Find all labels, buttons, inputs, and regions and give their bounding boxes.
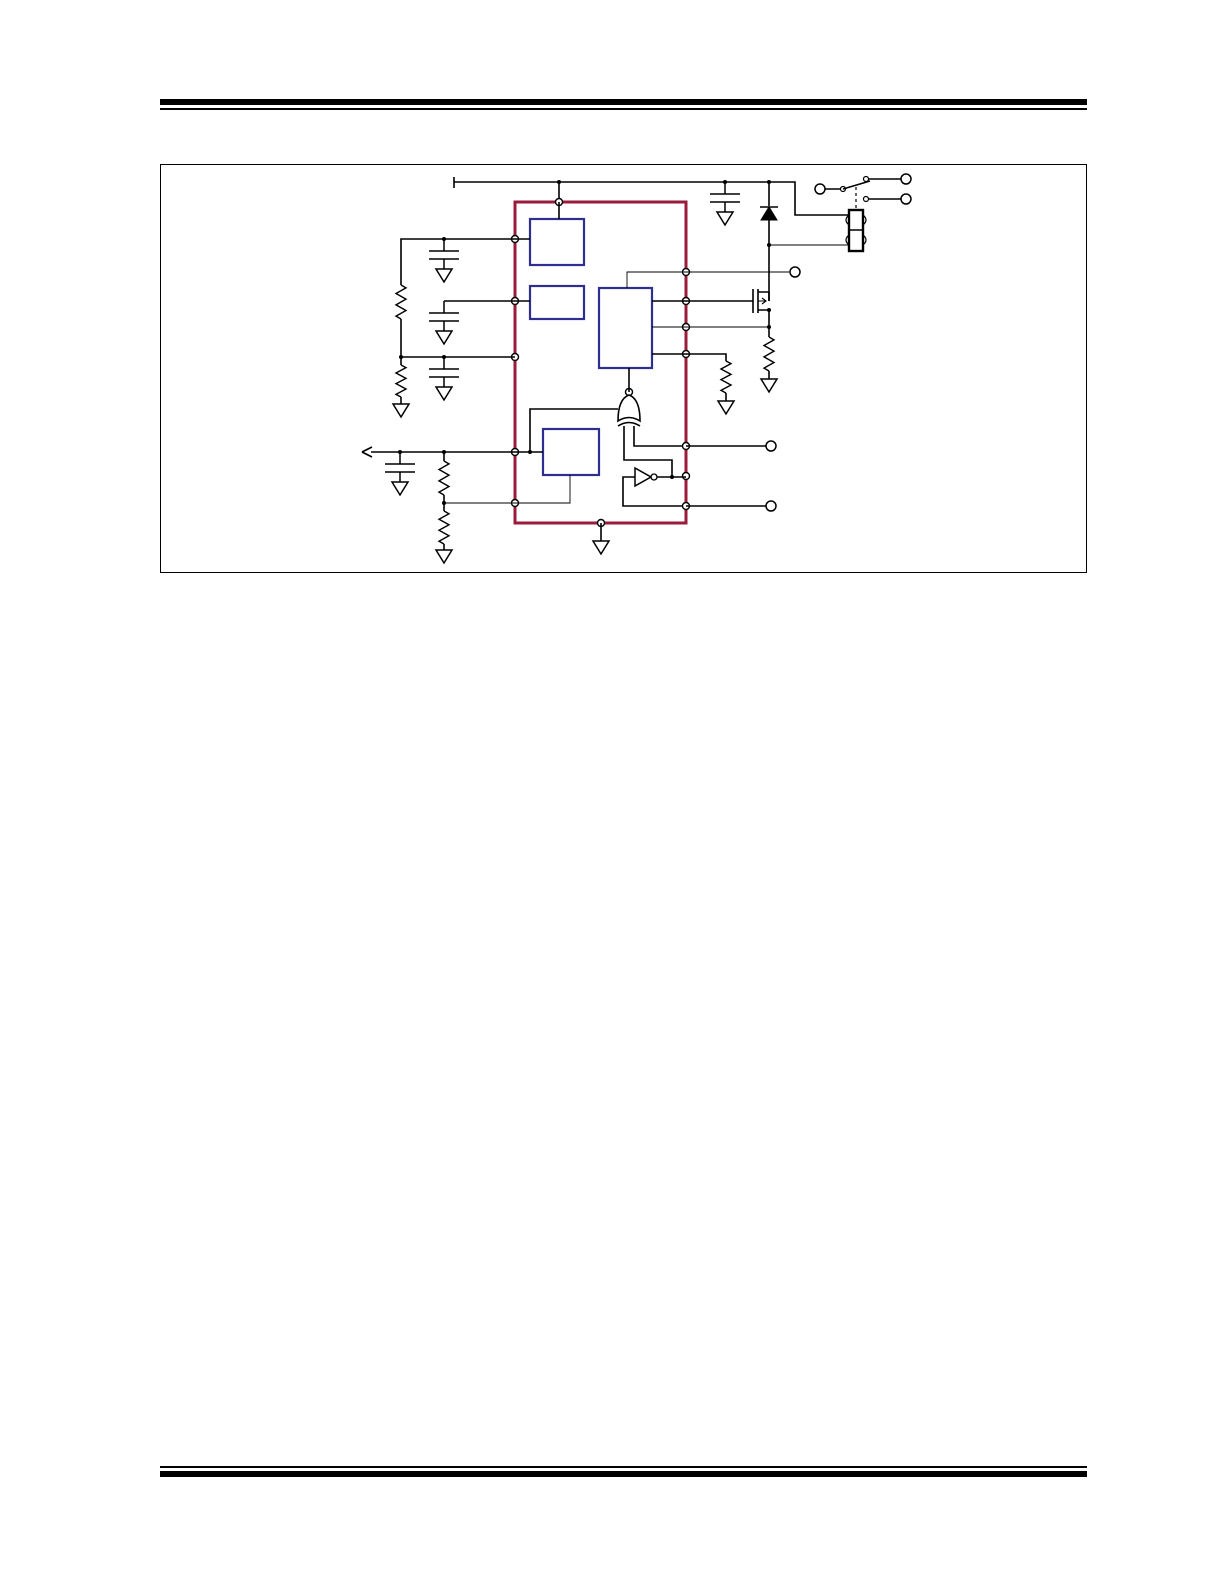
ground-icon — [391, 403, 411, 419]
resistor-icon — [394, 284, 408, 320]
xor-gate-back — [617, 421, 641, 427]
ground-icon — [591, 540, 611, 556]
switch-contact-no — [862, 175, 870, 183]
pin1-left-wire — [400, 238, 530, 285]
internal-block-3 — [597, 286, 654, 370]
block3-to-pin1 — [626, 271, 686, 288]
inverter-bubble — [650, 473, 658, 481]
ic-package-outline — [513, 200, 688, 525]
junction-dot — [557, 180, 561, 184]
header-rule-thin — [160, 108, 1087, 110]
internal-block-2 — [528, 284, 586, 321]
output-arrow-icon — [361, 446, 373, 458]
ground-icon — [716, 400, 736, 416]
ground-icon — [434, 386, 454, 402]
switch-terminal-common — [814, 183, 826, 195]
pin4-lead — [652, 353, 727, 361]
ground-icon — [434, 330, 454, 346]
footer-rule-thick — [160, 1471, 1087, 1477]
terminal-output-1 — [789, 266, 801, 278]
coil-loops — [845, 214, 867, 246]
mosfet-drain — [758, 291, 770, 301]
ground-icon — [434, 549, 454, 565]
mosfet-source — [758, 309, 770, 327]
resistor-icon — [437, 510, 451, 545]
footer-rule-thin — [160, 1466, 1087, 1468]
switch-terminal-no — [900, 173, 912, 185]
terminal-output-2 — [765, 440, 777, 452]
resistor-icon — [437, 460, 451, 496]
ground-icon — [390, 481, 410, 497]
diode-icon — [760, 206, 778, 221]
inverter-in — [622, 476, 686, 507]
terminal-output-3 — [765, 500, 777, 512]
inverter-icon — [634, 466, 653, 488]
resistor-icon — [394, 364, 408, 398]
xor-input-a — [623, 426, 673, 476]
switch-terminal-nc — [900, 193, 912, 205]
ground-icon — [759, 378, 779, 394]
ground-icon — [715, 211, 735, 227]
supply-rail — [454, 181, 849, 216]
junction-dot — [528, 450, 532, 454]
junction-dot — [399, 355, 403, 359]
switch-icon — [842, 180, 871, 190]
junction-dot — [670, 475, 674, 479]
mosfet-arrow — [758, 297, 767, 305]
resistor-icon — [719, 360, 733, 394]
xor-gate-icon — [617, 394, 641, 423]
pin5-left-wire — [444, 475, 571, 504]
figure-frame — [160, 164, 1087, 573]
xor-feedback — [529, 408, 618, 452]
header-rule-thick — [160, 99, 1087, 105]
junction-dot — [767, 308, 771, 312]
ground-icon — [434, 268, 454, 284]
internal-block-1 — [528, 217, 586, 267]
switch-contact-nc — [862, 195, 870, 203]
xor-input-b — [633, 426, 686, 447]
junction-dot — [442, 501, 446, 505]
resistor-icon — [762, 336, 776, 372]
circuit-schematic — [361, 173, 912, 565]
pin-right-6 — [681, 471, 691, 481]
internal-block-4 — [541, 427, 601, 477]
